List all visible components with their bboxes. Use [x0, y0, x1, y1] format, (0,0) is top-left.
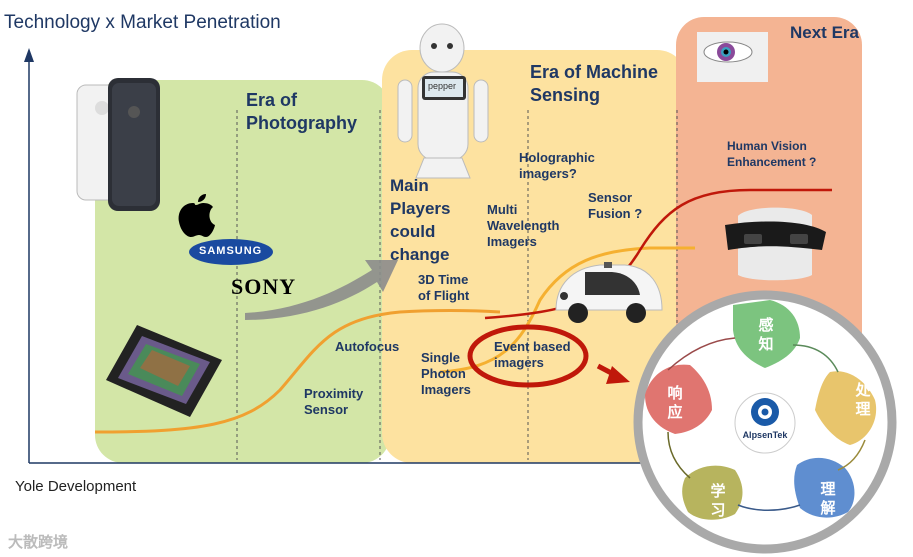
- phone-image: [77, 78, 160, 211]
- label-event-based: Event based imagers: [494, 339, 571, 371]
- label-autofocus: Autofocus: [335, 339, 399, 355]
- label-3d-tof: 3D Time of Flight: [418, 272, 469, 304]
- label-single-photon: Single Photon Imagers: [421, 350, 471, 398]
- alpsentek-logo-text: AlpsenTek: [741, 430, 789, 440]
- label-human-vision: Human Vision Enhancement ?: [727, 138, 816, 170]
- era-next-title: Next Era: [790, 21, 859, 44]
- petal-process: 处 理: [853, 381, 873, 419]
- label-proximity: Proximity Sensor: [304, 386, 363, 418]
- watermark: 大散跨境: [8, 531, 68, 552]
- petal-respond: 响 应: [665, 384, 685, 422]
- petal-perceive: 感 知: [756, 316, 776, 354]
- robot-screen-text: pepper: [428, 81, 456, 91]
- petal-learn: 学 习: [708, 482, 728, 520]
- eye-image: [697, 32, 768, 82]
- petal-understand: 理 解: [818, 480, 838, 518]
- label-sensor-fusion: Sensor Fusion ?: [588, 190, 642, 222]
- sony-logo-text: SONY: [231, 274, 296, 300]
- era-machine-sensing-title: Era of Machine Sensing: [530, 61, 658, 107]
- label-multi-wavelength: Multi Wavelength Imagers: [487, 202, 559, 250]
- chart-title: Technology x Market Penetration: [4, 12, 281, 34]
- source-footer: Yole Development: [15, 478, 136, 495]
- vision-headset-image: [725, 208, 826, 281]
- label-holographic: Holographic imagers?: [519, 150, 595, 182]
- samsung-logo-text: SAMSUNG: [199, 245, 262, 257]
- era-photography-title: Era of Photography: [246, 89, 357, 135]
- y-axis-arrow: [24, 48, 34, 62]
- label-main-players: Main Players could change: [390, 174, 451, 266]
